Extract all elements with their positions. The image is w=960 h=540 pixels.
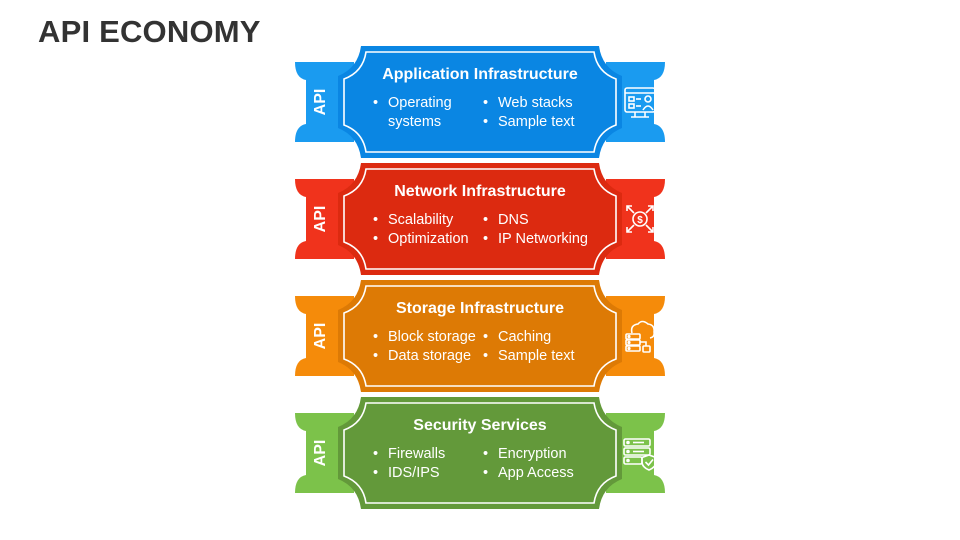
bullet-item: Web stacks bbox=[483, 94, 593, 113]
api-label: API bbox=[312, 205, 329, 233]
left-bullet-list: Operating systems bbox=[373, 94, 481, 132]
card-heading: Network Infrastructure bbox=[394, 183, 566, 200]
left-bullet-list: Firewalls IDS/IPS bbox=[373, 445, 481, 483]
bullet-item: Block storage bbox=[373, 328, 481, 347]
bullet-item: Sample text bbox=[483, 113, 593, 132]
bullet-item: Data storage bbox=[373, 347, 481, 366]
bullet-item: Scalability bbox=[373, 211, 481, 230]
card-heading: Application Infrastructure bbox=[382, 66, 578, 83]
right-bullet-list: Encryption App Access bbox=[483, 445, 593, 483]
svg-text:$: $ bbox=[637, 215, 643, 226]
left-bullet-list: Block storage Data storage bbox=[373, 328, 481, 366]
row-network-infrastructure: API Network Infrastructure Scalability O… bbox=[0, 163, 960, 275]
row-security-services: API Security Services Firewalls IDS/IPS … bbox=[0, 397, 960, 509]
right-bullet-list: Caching Sample text bbox=[483, 328, 593, 366]
left-bullet-list: Scalability Optimization bbox=[373, 211, 481, 249]
card-heading: Security Services bbox=[413, 417, 547, 434]
bullet-item: Optimization bbox=[373, 230, 481, 249]
api-label: API bbox=[312, 322, 329, 350]
bullet-item: IDS/IPS bbox=[373, 464, 481, 483]
bullet-item: DNS bbox=[483, 211, 593, 230]
bullet-item: Sample text bbox=[483, 347, 593, 366]
api-label: API bbox=[312, 88, 329, 116]
bullet-item: Firewalls bbox=[373, 445, 481, 464]
page-title: API ECONOMY bbox=[38, 14, 261, 49]
bullet-item: Caching bbox=[483, 328, 593, 347]
developer-screen-icon bbox=[620, 82, 660, 122]
bullet-item: App Access bbox=[483, 464, 593, 483]
bullet-item: Operating systems bbox=[373, 94, 481, 132]
row-storage-infrastructure: API Storage Infrastructure Block storage… bbox=[0, 280, 960, 392]
secure-server-icon bbox=[620, 433, 660, 473]
bullet-item: Encryption bbox=[483, 445, 593, 464]
cloud-storage-icon bbox=[620, 316, 660, 356]
bullet-item: IP Networking bbox=[483, 230, 593, 249]
api-label: API bbox=[312, 439, 329, 467]
row-application-infrastructure: API Application Infrastructure Operating… bbox=[0, 46, 960, 158]
right-bullet-list: Web stacks Sample text bbox=[483, 94, 593, 132]
main-card-border bbox=[343, 402, 617, 504]
network-money-icon: $ bbox=[620, 199, 660, 239]
card-heading: Storage Infrastructure bbox=[395, 300, 565, 317]
main-card-border bbox=[343, 168, 617, 270]
right-bullet-list: DNS IP Networking bbox=[483, 211, 593, 249]
main-card-border bbox=[343, 285, 617, 387]
main-card-border bbox=[343, 51, 617, 153]
